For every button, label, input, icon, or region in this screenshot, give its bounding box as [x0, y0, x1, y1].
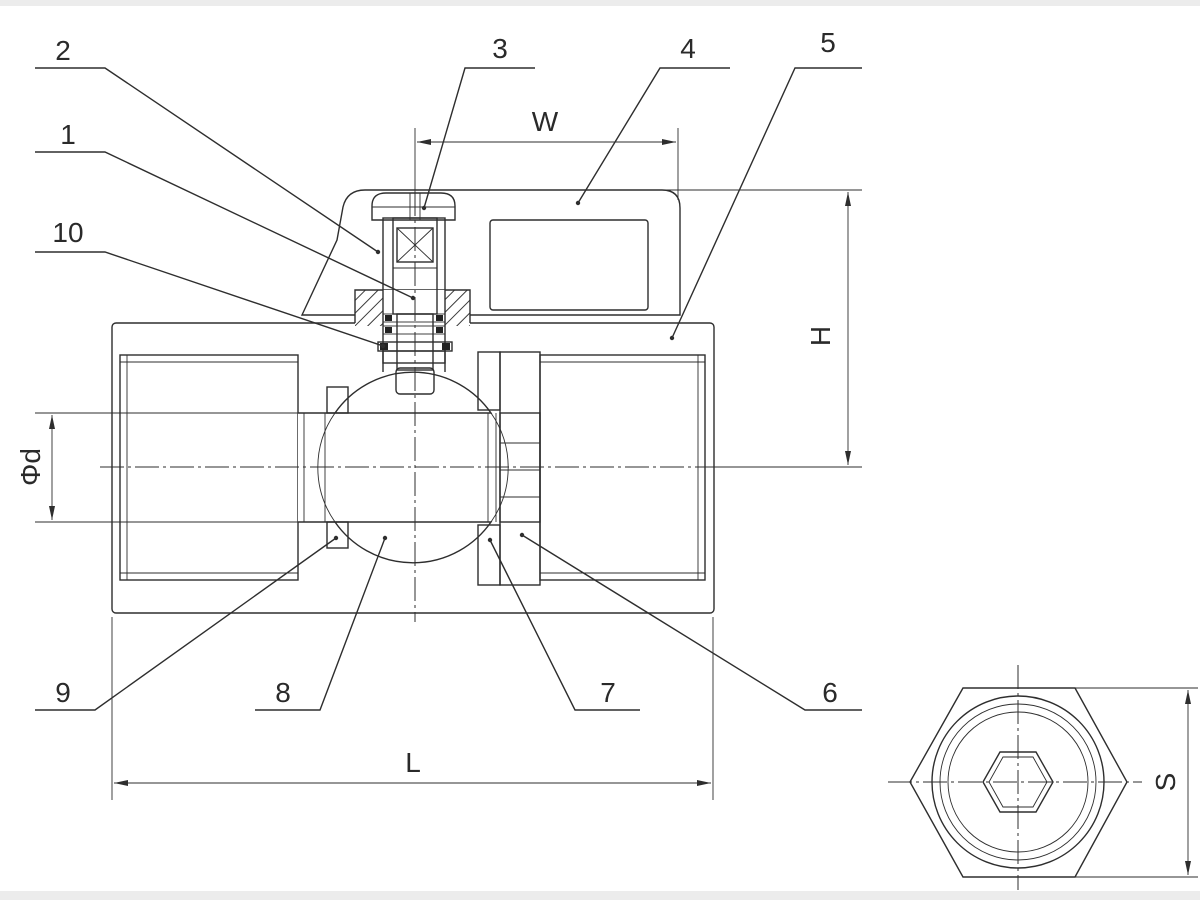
callout-label-7: 7 — [600, 677, 616, 708]
packing-dot-2r — [436, 327, 443, 333]
leader-line-10 — [35, 251, 384, 347]
leader-dot-10 — [380, 343, 386, 349]
leader-dot-9 — [333, 535, 339, 541]
packing-dot-1l — [385, 315, 392, 321]
o-ring-right — [442, 343, 450, 350]
leader-dot-1 — [410, 295, 416, 301]
dimension-h: H — [662, 189, 862, 468]
packing-dot-1r — [436, 315, 443, 321]
leader-line-6 — [521, 534, 862, 711]
callout-label-8: 8 — [275, 677, 291, 708]
callout-8: 8 — [255, 535, 388, 711]
callout-label-10: 10 — [52, 217, 83, 248]
leader-dot-8 — [382, 535, 388, 541]
callout-5: 5 — [669, 27, 862, 341]
leader-dot-2 — [375, 249, 381, 255]
leader-dot-6 — [519, 532, 525, 538]
callout-3: 3 — [421, 33, 535, 211]
s-label: S — [1150, 773, 1181, 792]
w-label: W — [532, 106, 559, 137]
callout-1: 1 — [35, 119, 416, 301]
callout-label-2: 2 — [55, 35, 71, 66]
handle-screw — [371, 192, 456, 221]
leader-line-4 — [577, 67, 730, 204]
dimension-w: W — [414, 106, 679, 200]
callout-2: 2 — [35, 35, 381, 255]
dimension-s: S — [1075, 687, 1198, 878]
valve-body — [111, 289, 715, 614]
leader-dot-7 — [487, 537, 493, 543]
leader-dot-4 — [575, 200, 581, 206]
callout-4: 4 — [575, 33, 730, 206]
bottom-frame-strip — [0, 891, 1200, 900]
leader-line-2 — [35, 67, 379, 253]
l-label: L — [405, 747, 421, 778]
callout-label-3: 3 — [492, 33, 508, 64]
leader-line-7 — [489, 539, 640, 711]
callout-9: 9 — [35, 535, 339, 711]
leader-dot-5 — [669, 335, 675, 341]
packing-dot-2l — [385, 327, 392, 333]
callout-10: 10 — [35, 217, 386, 349]
stem-channel — [383, 290, 445, 372]
callout-label-1: 1 — [60, 119, 76, 150]
ball-top-cap — [333, 371, 493, 414]
screw-head — [371, 192, 456, 221]
callout-label-4: 4 — [680, 33, 696, 64]
leader-dot-3 — [421, 205, 427, 211]
packing-washer-2 — [382, 325, 446, 335]
hex-socket — [982, 751, 1054, 813]
seat-left-top — [326, 386, 349, 414]
seat-left — [326, 386, 349, 549]
leader-line-3 — [423, 67, 535, 209]
dimension-bore: Φd — [15, 412, 298, 523]
callout-label-6: 6 — [822, 677, 838, 708]
insert-body — [499, 351, 541, 586]
handle-stem-opening — [382, 217, 446, 293]
top-frame-strip — [0, 0, 1200, 6]
leader-line-8 — [255, 537, 386, 711]
dimension-l: L — [111, 617, 714, 800]
handle-window — [489, 219, 649, 311]
ball-bottom-cap — [333, 521, 493, 564]
callout-6: 6 — [519, 532, 862, 711]
hex-end-view — [888, 665, 1142, 890]
bore-label: Φd — [15, 448, 46, 486]
leader-line-5 — [671, 67, 862, 339]
callout-7: 7 — [487, 537, 640, 711]
leader-line-9 — [35, 537, 337, 711]
h-label: H — [805, 326, 836, 346]
callout-label-9: 9 — [55, 677, 71, 708]
callout-label-5: 5 — [820, 27, 836, 58]
seat-left-bottom — [326, 521, 349, 549]
handle-body — [300, 189, 681, 316]
thrust-washer — [382, 350, 446, 364]
packing-washer-1 — [382, 313, 446, 323]
leader-line-1 — [35, 151, 414, 299]
